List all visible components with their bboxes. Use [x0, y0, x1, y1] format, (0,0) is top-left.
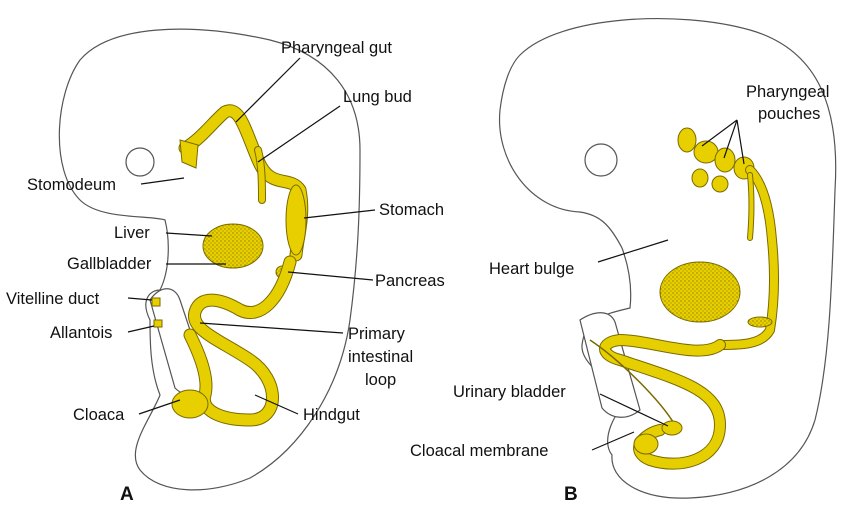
label-stomach: Stomach — [379, 201, 444, 219]
optic-vesicle-a — [126, 148, 154, 176]
label-pancreas: Pancreas — [375, 272, 445, 290]
label-hindgut: Hindgut — [303, 406, 360, 424]
liver-a — [203, 224, 263, 268]
label-cloaca: Cloaca — [73, 406, 125, 424]
panel-letter-b: B — [564, 484, 578, 505]
pancreas-b — [748, 317, 772, 327]
vitelline-duct-bit-a — [152, 298, 160, 306]
panel-b: Pharyngeal pouches Heart bulge Urinary b… — [410, 19, 836, 505]
label-cloacal-membrane: Cloacal membrane — [410, 442, 548, 460]
lung-bud-b — [750, 175, 752, 238]
label-gallbladder: Gallbladder — [67, 255, 152, 273]
panel-a: Pharyngeal gut Lung bud Stomodeum Stomac… — [6, 29, 445, 505]
label-pharyngeal-pouches-2: pouches — [758, 105, 820, 123]
label-primary-3: loop — [365, 371, 396, 389]
label-vitelline-duct: Vitelline duct — [6, 290, 100, 308]
label-primary-2: intestinal — [348, 348, 413, 366]
urinary-bladder-b — [662, 421, 682, 435]
label-urinary-bladder: Urinary bladder — [453, 383, 566, 401]
optic-vesicle-b — [585, 144, 617, 176]
label-heart-bulge: Heart bulge — [489, 260, 574, 278]
label-lung-bud: Lung bud — [343, 88, 412, 106]
cloaca-b — [634, 434, 658, 454]
allantois-bit-a — [154, 320, 162, 327]
label-pharyngeal-pouches-1: Pharyngeal — [746, 83, 829, 101]
panel-letter-a: A — [120, 484, 134, 505]
liver-b — [660, 262, 740, 322]
stomach-a — [286, 185, 306, 255]
cloaca-a — [172, 390, 208, 418]
label-pharyngeal-gut: Pharyngeal gut — [281, 39, 392, 57]
label-stomodeum: Stomodeum — [27, 176, 116, 194]
label-liver: Liver — [114, 224, 150, 242]
label-primary-1: Primary — [348, 325, 406, 343]
label-allantois: Allantois — [50, 324, 112, 342]
